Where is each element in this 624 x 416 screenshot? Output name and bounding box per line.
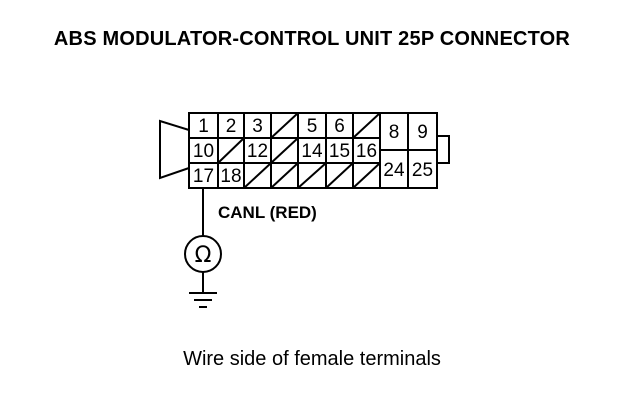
connector-tab — [436, 135, 450, 164]
ground-icon — [189, 292, 217, 308]
pin-15: 15 — [329, 141, 350, 162]
pin-5: 5 — [307, 116, 318, 137]
pin-9: 9 — [417, 122, 428, 143]
pin-3: 3 — [252, 116, 263, 137]
pin-6: 6 — [334, 116, 345, 137]
empty-cavity-hatches — [217, 112, 381, 189]
ohm-symbol: Ω — [195, 243, 212, 268]
wire-label: CANL (RED) — [218, 203, 317, 222]
pin-14: 14 — [301, 141, 323, 162]
pin-8: 8 — [389, 122, 400, 143]
pin-2: 2 — [226, 116, 237, 137]
pin-24: 24 — [383, 160, 405, 181]
pin-17: 17 — [193, 166, 214, 187]
connector-latch — [159, 119, 190, 180]
diagram-caption: Wire side of female terminals — [183, 348, 441, 370]
pin-16: 16 — [356, 141, 377, 162]
pin-18: 18 — [220, 166, 241, 187]
diagram-title: ABS MODULATOR-CONTROL UNIT 25P CONNECTOR — [53, 28, 571, 50]
pin-1: 1 — [198, 116, 209, 137]
pin-10: 10 — [193, 141, 214, 162]
pin-12: 12 — [247, 141, 268, 162]
pin-25: 25 — [412, 160, 433, 181]
